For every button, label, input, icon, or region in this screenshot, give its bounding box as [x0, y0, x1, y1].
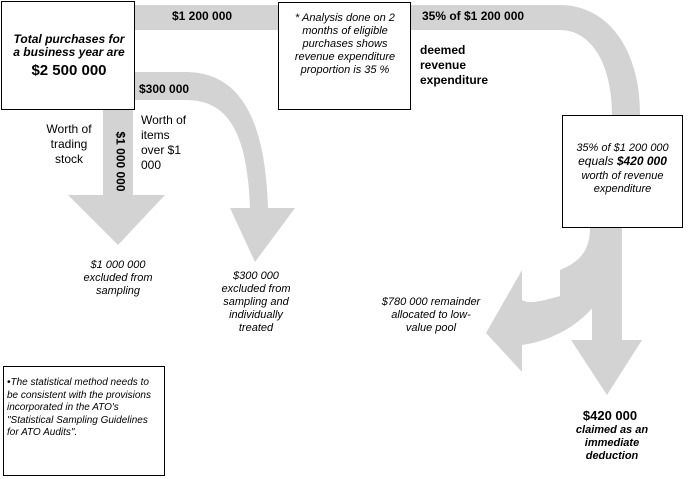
flow-band-trading-stock	[68, 110, 165, 245]
items-over-result: $300 000 excluded from sampling and indi…	[221, 270, 291, 334]
note-box	[3, 366, 165, 476]
calc-line2-prefix: equals	[578, 154, 617, 168]
analysis-text: * Analysis done on 2 months of eligible …	[294, 12, 396, 76]
flow-arrow-remainder	[486, 228, 620, 372]
deemed-text: deemed revenue expenditure	[420, 43, 489, 87]
deemed-label: 35% of $1 200 000	[422, 9, 525, 23]
trading-stock-label: Worth of trading stock	[46, 122, 92, 166]
items-over-amount: $300 000	[139, 82, 190, 96]
total-purchases-line1: Total purchases for	[13, 32, 125, 46]
flow-arrow-deduction	[571, 228, 642, 395]
flow-band-items-over	[133, 72, 295, 262]
calc-line3: worth of revenue expenditure	[581, 170, 664, 195]
items-over-label: Worth of items over $1 000	[141, 113, 187, 172]
top-flow-amount: $1 200 000	[172, 9, 233, 23]
calc-line2-amount: $420 000	[616, 154, 667, 168]
deduction-text: claimed as an immediate deduction	[575, 424, 649, 462]
total-purchases-box	[1, 1, 135, 110]
calc-line2: equals $420 000	[565, 155, 680, 168]
note-text: •The statistical method needs to be cons…	[7, 377, 151, 438]
analysis-box	[278, 2, 411, 110]
trading-stock-result: $1 000 000 excluded from sampling	[83, 259, 153, 297]
remainder-text: $780 000 remainder allocated to low-valu…	[381, 296, 481, 334]
trading-stock-amount: $1 000 000	[113, 131, 128, 192]
calc-box	[562, 115, 683, 228]
deduction-amount: $420 000	[582, 408, 638, 423]
total-purchases-line2: a business year are	[13, 45, 125, 59]
calc-line1: 35% of $1 200 000	[576, 142, 669, 154]
total-purchases-amount: $2 500 000	[31, 62, 107, 79]
